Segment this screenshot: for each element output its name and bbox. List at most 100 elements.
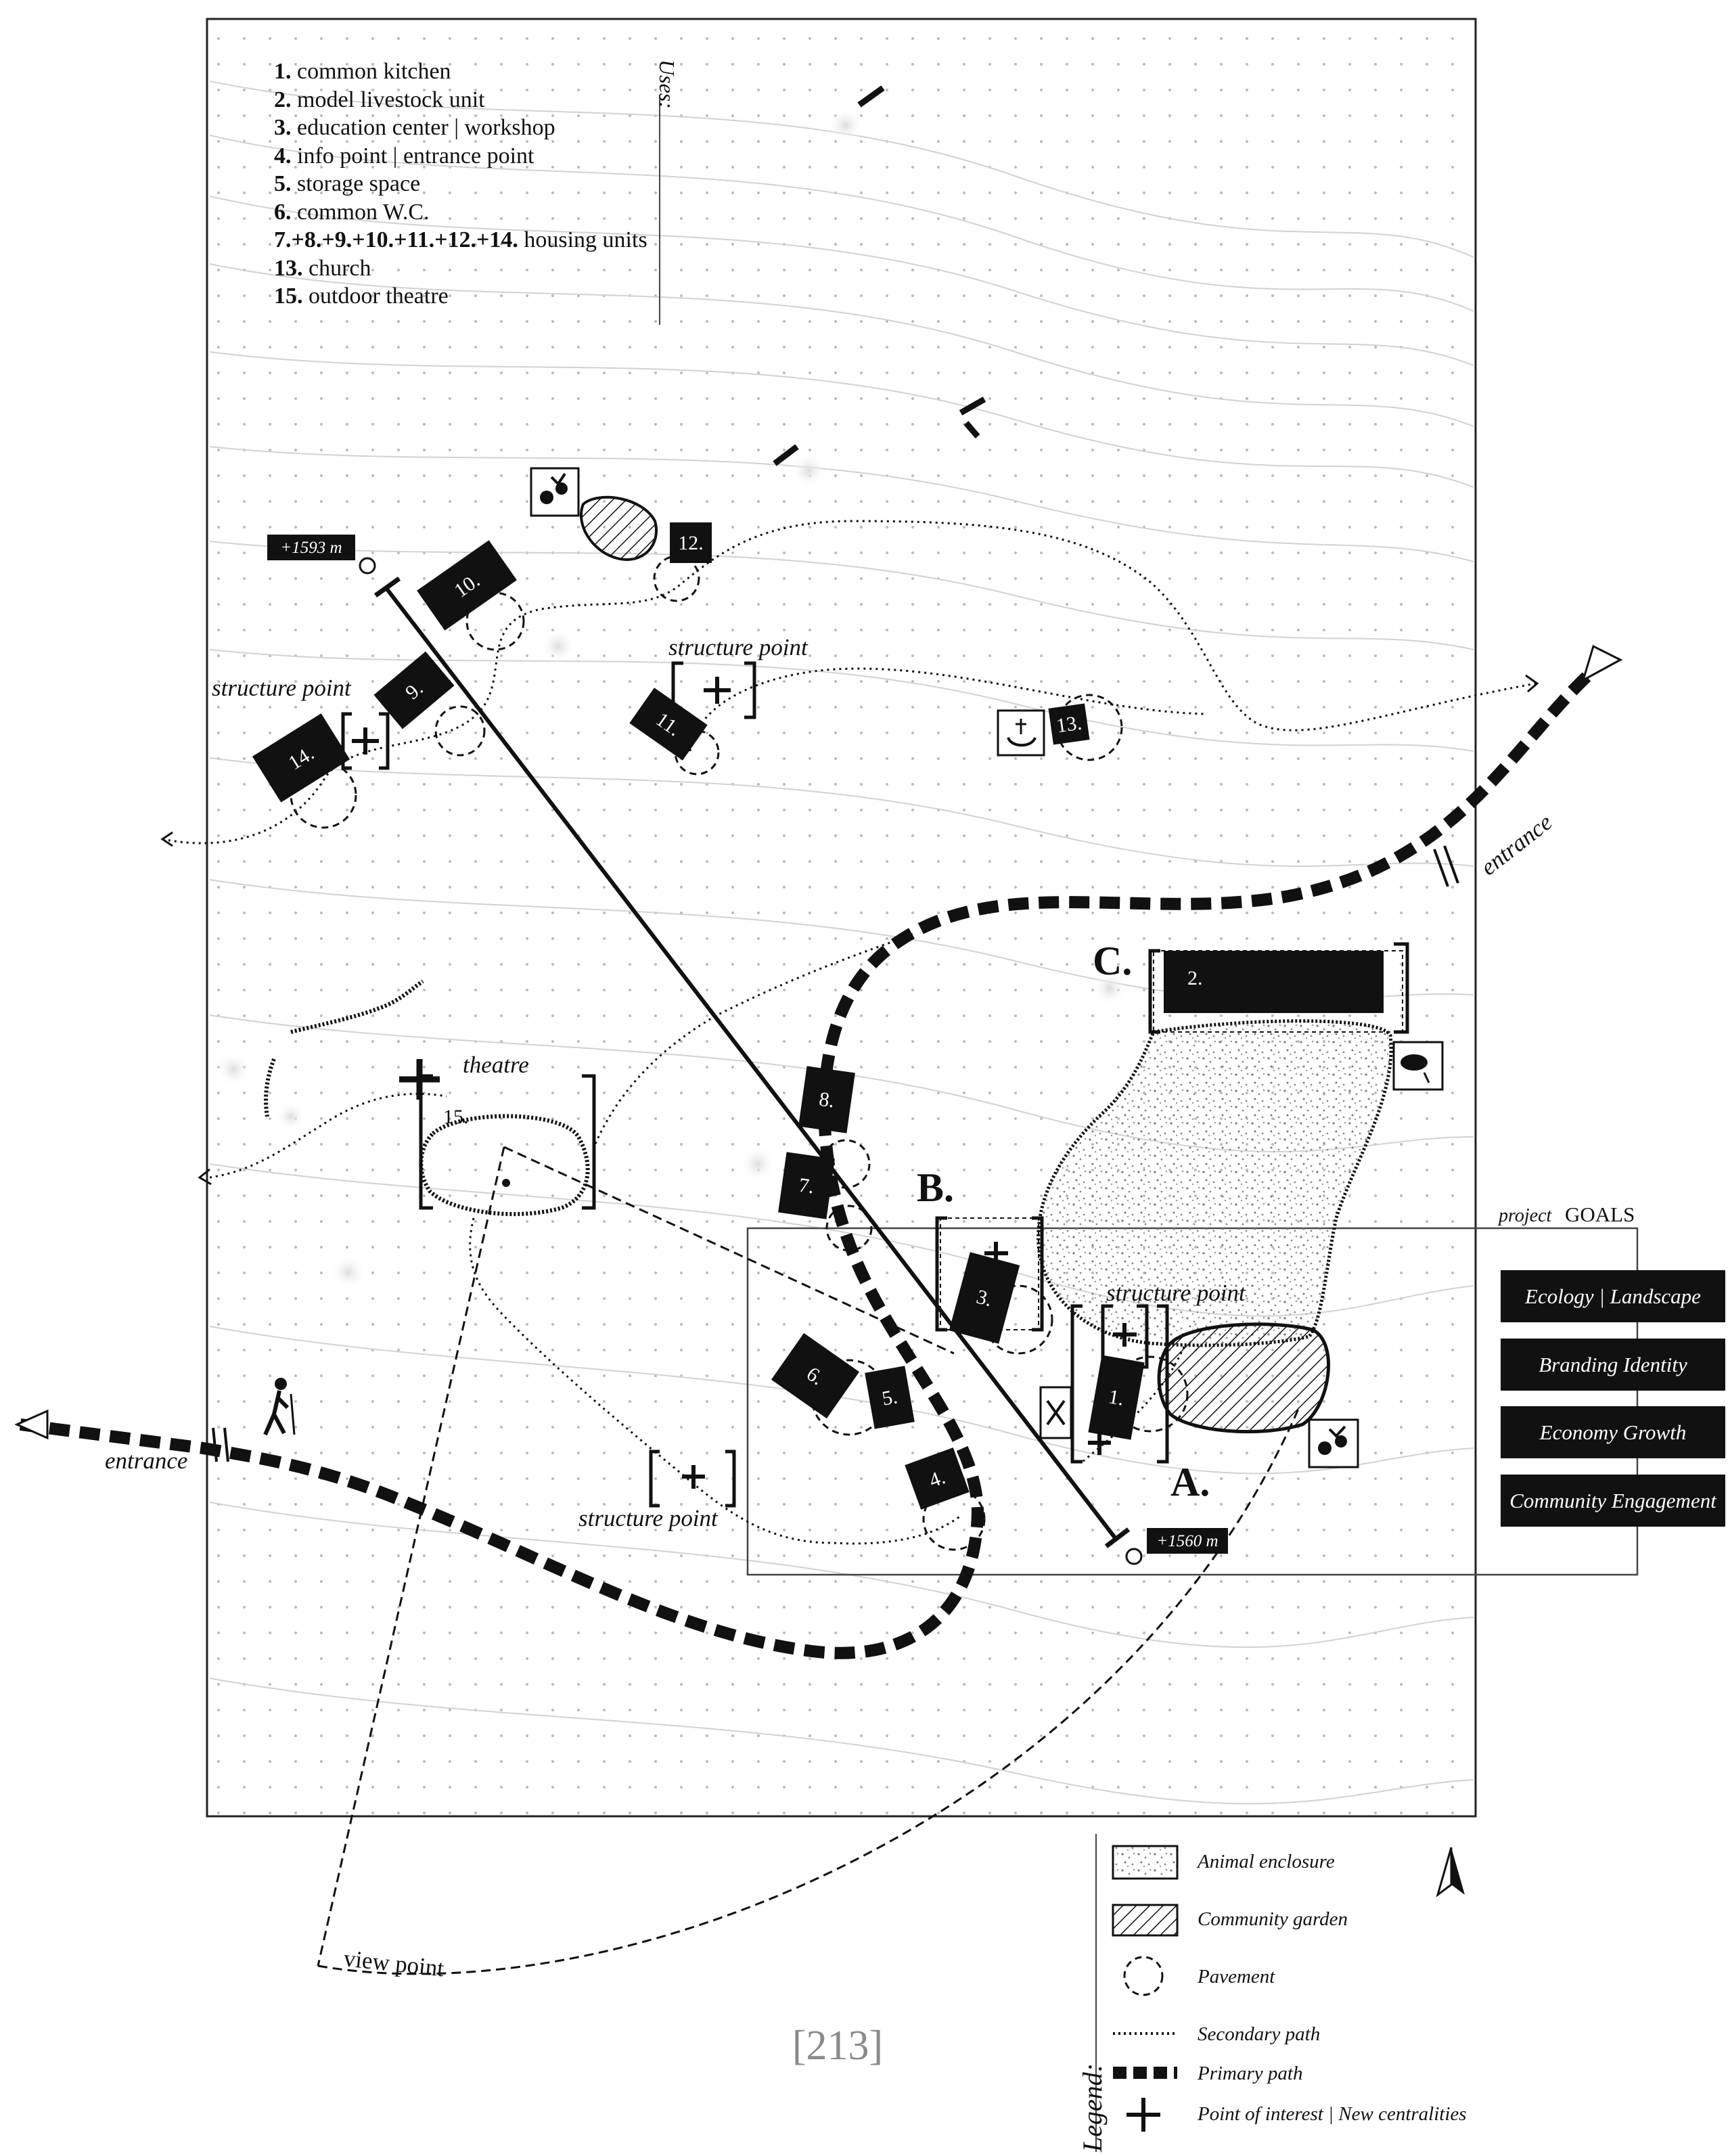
- north-arrow-icon: [1436, 1847, 1465, 1897]
- elevation-bottom: +1560 m: [1156, 1532, 1218, 1550]
- contour-lines: [209, 81, 1474, 1805]
- svg-text:8.: 8.: [817, 1088, 836, 1113]
- entrance-label-west: entrance: [105, 1447, 187, 1474]
- goal-community: Community Engagement: [1501, 1475, 1725, 1527]
- uses-item-text: church: [309, 255, 371, 281]
- elevation-tag-bottom: [1147, 1528, 1228, 1554]
- legend-enclosure: Animal enclosure: [1198, 1851, 1335, 1872]
- path-arrow-east: [1525, 674, 1539, 693]
- tree-spots: [216, 108, 1127, 1290]
- wall-fragments: [773, 85, 986, 466]
- info-icon: [1039, 1386, 1072, 1439]
- building-5: 5.: [865, 1366, 915, 1429]
- primary-path: [19, 672, 1591, 1659]
- uses-item-number: 15.: [274, 284, 303, 309]
- building-14: 14.: [252, 713, 350, 803]
- entrance-label-east: entrance: [1476, 809, 1557, 880]
- uses-item-number: 13.: [274, 255, 303, 281]
- building-1: 1.: [1088, 1355, 1145, 1440]
- garden-icon: [530, 467, 580, 517]
- uses-item-number: 3.: [274, 115, 292, 140]
- entrance-gates: [212, 845, 1459, 1462]
- church-hands-icon: [997, 709, 1045, 757]
- uses-item-text: education center | workshop: [297, 115, 555, 140]
- uses-item-number: 6.: [274, 199, 292, 225]
- building-4: 4.: [905, 1447, 970, 1510]
- benchmark-icon: [359, 557, 376, 575]
- structure-brackets: [341, 661, 1409, 1508]
- legend-swatch-enclosure: [1112, 1845, 1179, 1880]
- legend-secondary: Secondary path: [1198, 2023, 1321, 2045]
- theatre-label: theatre: [463, 1052, 529, 1078]
- building-7: 7.: [778, 1152, 835, 1219]
- uses-item: 6. common W.C.: [274, 198, 647, 227]
- legend-pavement: Pavement: [1198, 1966, 1275, 1987]
- entrance-arrow-west: [14, 1409, 49, 1440]
- hiker-icon: [263, 1378, 296, 1436]
- hedge-row-2: [264, 1058, 276, 1117]
- goal-ecology: Ecology | Landscape: [1501, 1270, 1725, 1322]
- uses-item-number: 7.+8.+9.+10.+11.+12.+14.: [274, 227, 518, 252]
- goals-title: GOALS: [1565, 1203, 1635, 1226]
- uses-item-text: housing units: [524, 227, 647, 252]
- uses-item: 15. outdoor theatre: [274, 282, 647, 311]
- view-point-cone: [317, 1146, 1300, 1975]
- legend-swatch-cross: [1126, 2098, 1160, 2132]
- elevation-tag-top: [267, 535, 355, 560]
- elevation-top: +1593 m: [280, 539, 342, 557]
- building-8: 8.: [798, 1066, 855, 1133]
- goal-branding: Branding Identity: [1501, 1339, 1725, 1391]
- uses-item-text: model livestock unit: [297, 87, 485, 112]
- uses-item-text: outdoor theatre: [309, 284, 449, 309]
- zone-a-label: A.: [1170, 1460, 1210, 1504]
- legend-swatch-pavement: [1123, 1956, 1164, 1996]
- uses-item-text: common kitchen: [297, 59, 451, 84]
- goal-economy: Economy Growth: [1501, 1406, 1725, 1458]
- entrance-arrow-east: [1581, 644, 1623, 683]
- garden-icon-2: [1308, 1418, 1359, 1468]
- uses-heading: Uses:: [655, 60, 679, 109]
- building-9: 9.: [373, 651, 455, 729]
- legend-interest: Point of interest | New centralities: [1198, 2103, 1467, 2125]
- legend-primary: Primary path: [1198, 2063, 1303, 2084]
- zone-b-label: B.: [917, 1165, 954, 1210]
- uses-item: 13. church: [274, 254, 647, 283]
- goals-prefix: project: [1497, 1205, 1552, 1226]
- uses-item-text: info point | entrance point: [297, 143, 534, 169]
- building-13: 13.: [1048, 703, 1090, 745]
- legend-swatch-garden: [1112, 1904, 1179, 1937]
- uses-item-number: 1.: [274, 59, 292, 84]
- points-of-interest: [352, 677, 1137, 1489]
- zone-c-label: C.: [1093, 939, 1132, 983]
- structure-point-label-1: structure point: [668, 634, 809, 660]
- legend-heading: Legend:: [1077, 2063, 1108, 2153]
- uses-item-number: 5.: [274, 171, 292, 196]
- structure-point-label-4: structure point: [578, 1505, 719, 1531]
- uses-item-number: 4.: [274, 143, 292, 169]
- zone-c-box: [1153, 950, 1403, 1033]
- svg-text:7.: 7.: [797, 1174, 815, 1198]
- uses-item-text: common W.C.: [297, 199, 430, 225]
- legend-garden: Community garden: [1198, 1908, 1348, 1930]
- view-point-label: view point: [342, 1945, 445, 1981]
- svg-text:2.: 2.: [1187, 967, 1203, 989]
- building-6: 6.: [771, 1332, 860, 1419]
- building-3: 3.: [949, 1252, 1020, 1344]
- page-number: [213]: [792, 2023, 883, 2069]
- uses-item: 1. common kitchen: [274, 58, 647, 86]
- benchmark-icon-2: [1125, 1548, 1143, 1565]
- community-garden-north: [579, 495, 658, 561]
- uses-item: 2. model livestock unit: [274, 86, 647, 114]
- uses-item: 4. info point | entrance point: [274, 142, 647, 171]
- uses-item-number: 2.: [274, 87, 292, 112]
- buildings: 10. 12. 9. 11. 13. 14. 2. 8. 7. 3. 6. 5.…: [252, 522, 1384, 1510]
- building-12: [670, 522, 712, 563]
- hedge-row: [290, 979, 424, 1034]
- theatre-center: [502, 1179, 510, 1187]
- uses-item-text: storage space: [297, 171, 421, 196]
- structure-point-label-3: structure point: [1106, 1280, 1246, 1306]
- path-arrow-west-2: [198, 1168, 212, 1186]
- svg-text:13.: 13.: [1055, 712, 1083, 738]
